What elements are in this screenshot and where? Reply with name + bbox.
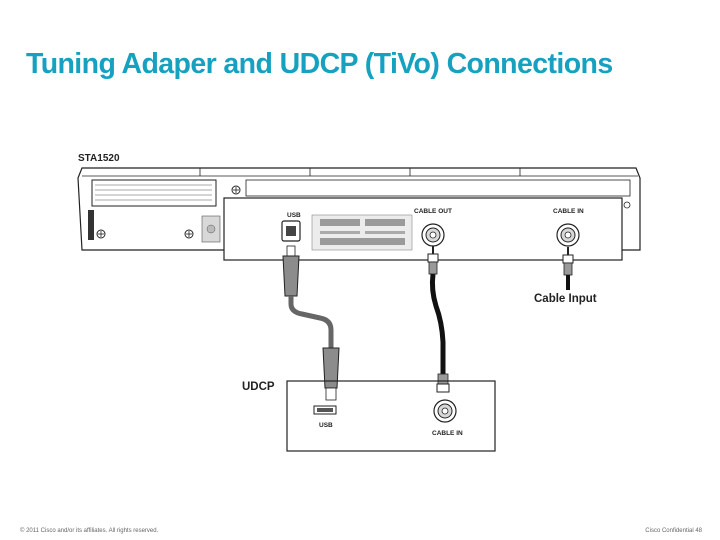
coax-cable — [427, 246, 450, 393]
udcp-usb-label: USB — [319, 422, 333, 429]
udcp-device — [286, 380, 496, 452]
copyright-footer: © 2011 Cisco and/or its affiliates. All … — [20, 528, 159, 534]
udcp-cable-in-label: CABLE IN — [432, 430, 463, 437]
udcp-label: UDCP — [242, 381, 275, 393]
cable-input-coax — [562, 247, 574, 290]
device-label: STA1520 — [78, 153, 120, 164]
usb-cable — [282, 245, 340, 401]
cable-input-label: Cable Input — [534, 293, 597, 305]
cable-out-connector-icon — [421, 223, 445, 247]
usb-port-label: USB — [287, 212, 301, 219]
cable-in-connector-icon — [556, 223, 580, 247]
udcp-cable-in-connector-icon — [433, 399, 457, 423]
cable-in-label: CABLE IN — [553, 208, 584, 215]
usb-port-icon — [281, 220, 301, 242]
cable-out-label: CABLE OUT — [414, 208, 452, 215]
udcp-usb-port-icon — [313, 405, 337, 415]
barcode-label — [311, 214, 413, 251]
confidential-footer: Cisco Confidential 48 — [645, 528, 702, 534]
page-title: Tuning Adaper and UDCP (TiVo) Connection… — [26, 48, 613, 80]
